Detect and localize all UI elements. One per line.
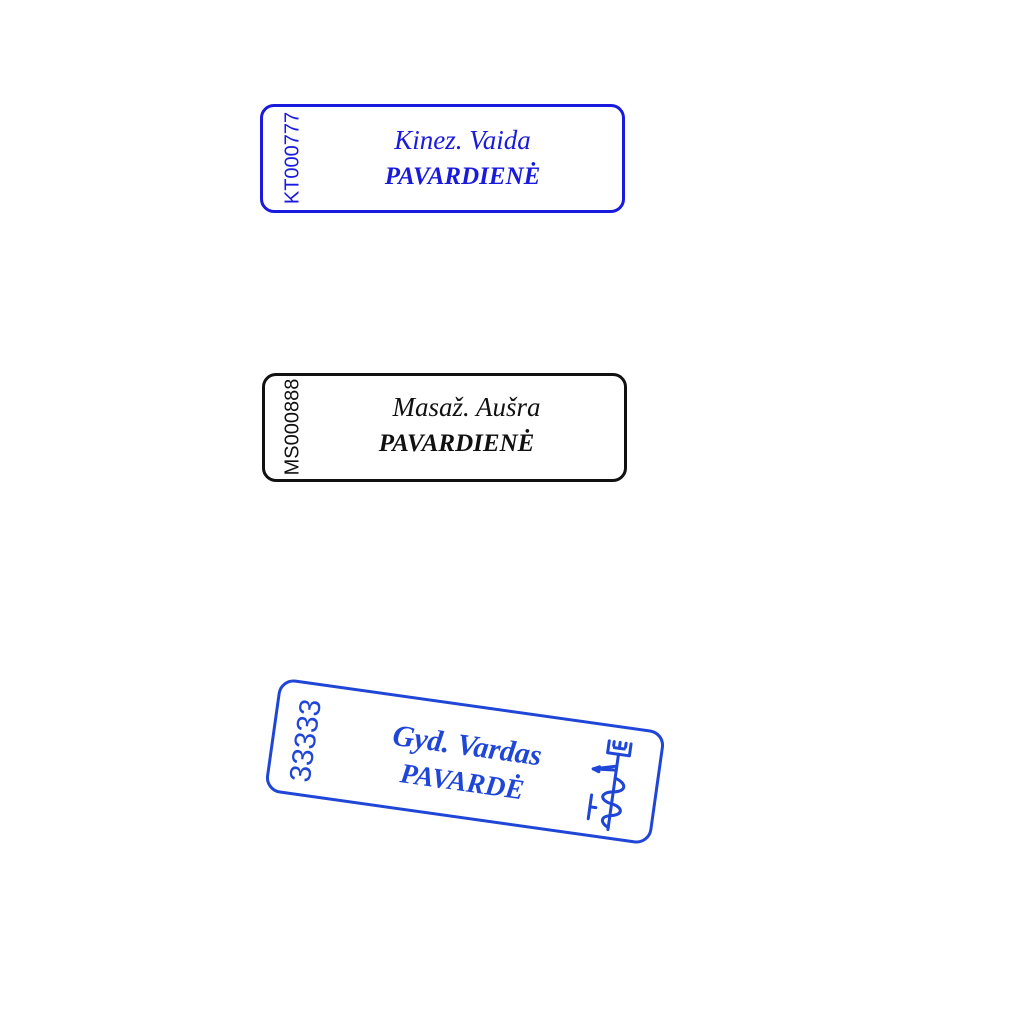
stamp-gyd-wrapper: 33333 Gyd. Vardas PAVARDĖ (263, 677, 668, 846)
stamp-masaz: MS000888 Masaž. Aušra PAVARDIENĖ (262, 373, 627, 482)
stamp-surname: PAVARDIENĖ (378, 430, 535, 457)
stamp-gyd: 33333 Gyd. Vardas PAVARDĖ (263, 677, 667, 846)
caduceus-tower-emblem (586, 739, 633, 832)
stamp-title: Masaž. Aušra (392, 392, 541, 422)
stamp-surname: PAVARDIENĖ (384, 163, 541, 190)
stamp-kinez: KT000777 Kinez. Vaida PAVARDIENĖ (260, 104, 625, 213)
stamp-title: Kinez. Vaida (394, 125, 531, 155)
